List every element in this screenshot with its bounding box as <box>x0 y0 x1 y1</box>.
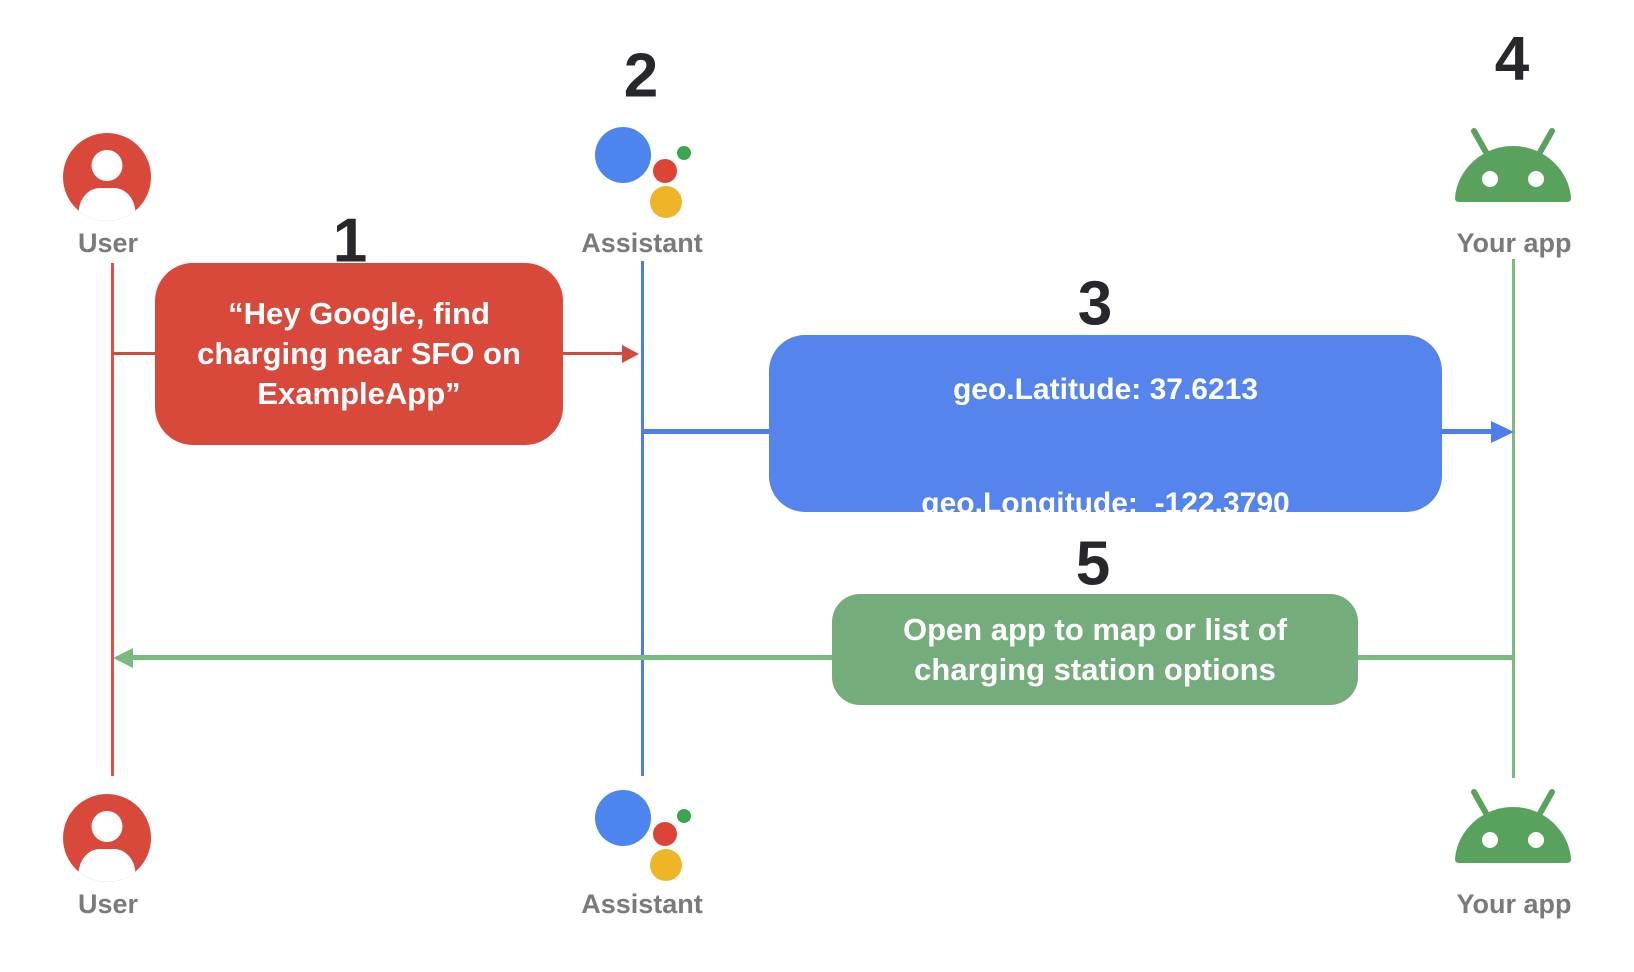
user-label-top: User <box>77 228 139 258</box>
user-avatar-icon-bottom <box>63 794 151 882</box>
open-app-text: Open app to map or list of charging stat… <box>902 611 1288 687</box>
step-number-1: 1 <box>332 206 368 276</box>
assistant-green-dot <box>677 809 691 823</box>
step-number-2: 2 <box>623 41 659 111</box>
user-query-bubble: “Hey Google, find charging near SFO on E… <box>155 263 563 445</box>
google-assistant-icon-bottom <box>595 790 695 885</box>
step-number-3: 3 <box>1077 269 1113 339</box>
assistant-lifeline <box>641 261 644 776</box>
android-robot-icon <box>1455 128 1571 202</box>
app-to-user-line-right <box>1358 655 1513 660</box>
assistant-to-app-arrowhead-icon <box>1491 420 1514 443</box>
user-avatar-body <box>78 188 136 221</box>
assistant-yellow-dot <box>650 849 682 881</box>
app-to-user-arrowhead-icon <box>113 647 133 668</box>
user-lifeline <box>110 263 114 776</box>
user-avatar-icon <box>63 133 151 221</box>
bii-title: BII: GET_CHARGING_STATION <box>884 248 1327 281</box>
assistant-to-app-line-left <box>643 429 769 434</box>
assistant-yellow-dot <box>650 186 682 218</box>
app-lifeline <box>1511 259 1515 778</box>
assistant-red-dot <box>653 159 677 183</box>
assistant-to-app-line-right <box>1442 429 1491 434</box>
user-avatar-body <box>78 849 136 882</box>
open-app-bubble: Open app to map or list of charging stat… <box>832 594 1358 705</box>
assistant-blue-dot <box>595 790 651 846</box>
step-number-5: 5 <box>1075 529 1111 599</box>
bii-parameters: geo.Latitude: 37.6213 geo.Longitude: -12… <box>921 295 1289 599</box>
assistant-green-dot <box>677 146 691 160</box>
android-robot-icon-bottom <box>1455 789 1571 863</box>
user-avatar-head <box>91 150 123 181</box>
bii-longitude: geo.Longitude: -122.3790 <box>921 487 1290 520</box>
google-assistant-icon <box>595 127 695 222</box>
bii-bubble: BII: GET_CHARGING_STATION geo.Latitude: … <box>769 248 1442 520</box>
user-to-assistant-line-left <box>112 352 155 355</box>
bii-latitude: geo.Latitude: 37.6213 <box>952 373 1259 406</box>
user-to-assistant-line-right <box>563 352 622 355</box>
app-label-bottom: Your app <box>1456 889 1572 919</box>
user-query-text: “Hey Google, find charging near SFO on E… <box>197 296 521 411</box>
user-avatar-head <box>91 811 123 842</box>
user-to-assistant-arrowhead-icon <box>622 344 639 363</box>
step-number-4: 4 <box>1494 24 1530 94</box>
app-to-user-line-left <box>133 655 832 660</box>
assistant-red-dot <box>653 822 677 846</box>
assistant-label-bottom: Assistant <box>581 889 703 919</box>
user-label-bottom: User <box>77 889 139 919</box>
assistant-label-top: Assistant <box>581 228 703 258</box>
assistant-blue-dot <box>595 127 651 183</box>
app-label-top: Your app <box>1456 228 1572 258</box>
